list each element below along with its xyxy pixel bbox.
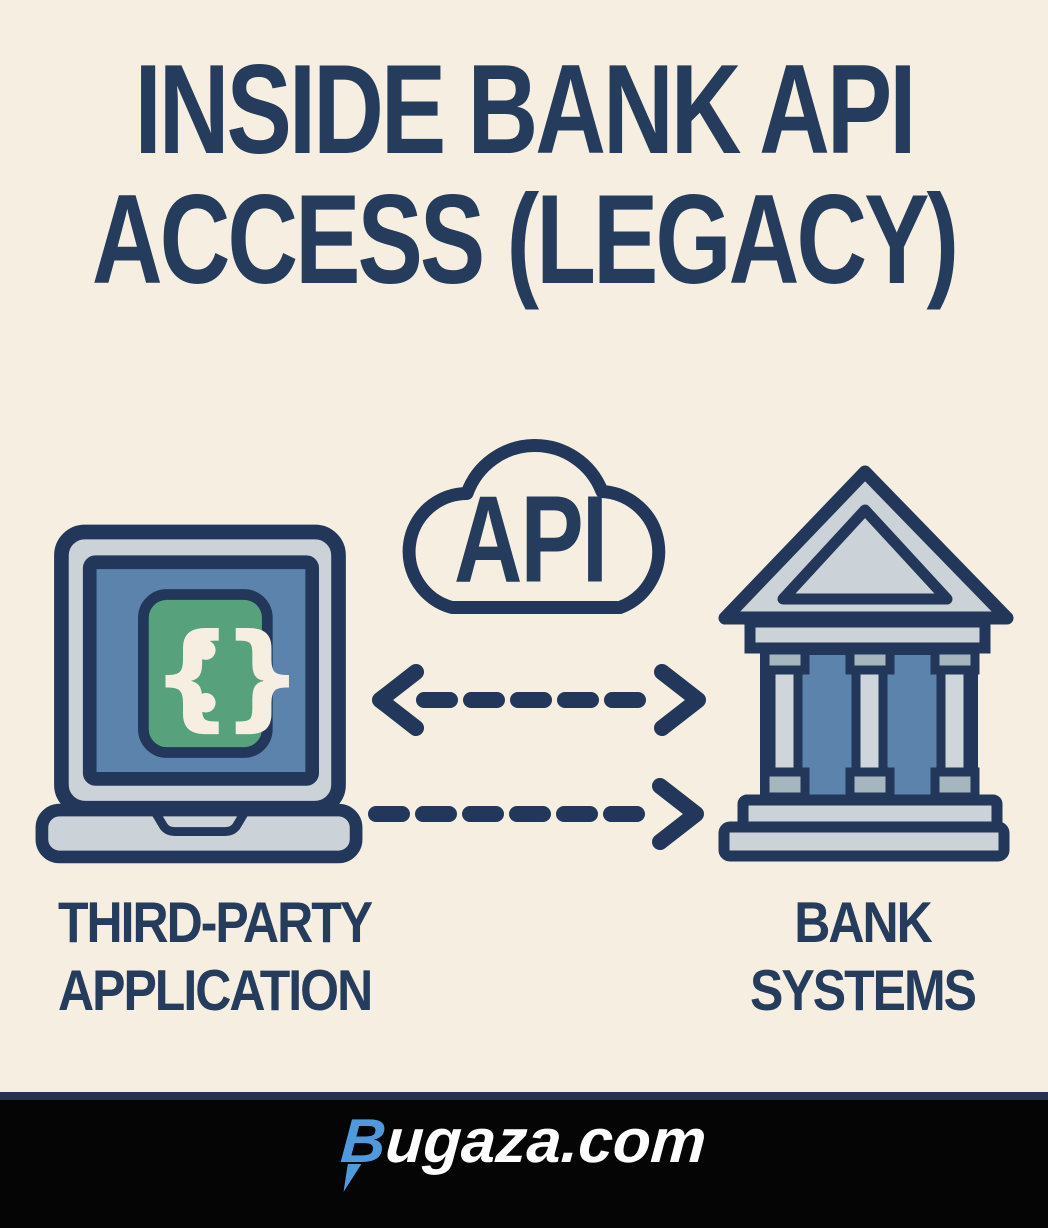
bank-pediment-inner — [777, 504, 953, 605]
colon-dot-top — [196, 640, 216, 660]
brand-rest: ugaza.com — [383, 1107, 710, 1176]
arrow-right-icon — [368, 778, 704, 850]
left-node-label: THIRD-PARTY APPLICATION — [58, 889, 418, 1025]
api-cloud-icon — [402, 439, 666, 614]
code-braces-icon — [138, 589, 273, 758]
left-node-label-line-1: THIRD-PARTY — [58, 890, 373, 955]
colon-dot-bottom — [196, 693, 216, 713]
right-node-label-line-2: SYSTEMS — [750, 958, 977, 1023]
bank-columns — [760, 645, 980, 802]
bank-entablature — [744, 616, 991, 654]
brace-open-glyph: { — [151, 609, 233, 743]
brace-close-glyph: } — [221, 609, 303, 743]
bank-building-icon — [718, 465, 1014, 862]
title-line-2: ACCESS (LEGACY) — [91, 167, 959, 311]
brand-logo: Bugaza.com — [339, 1106, 709, 1177]
page-title: INSIDE BANK API ACCESS (LEGACY) — [0, 37, 1048, 311]
right-node-label: BANK SYSTEMS — [740, 889, 985, 1025]
title-line-1: INSIDE BANK API — [134, 37, 916, 181]
laptop-code-icon: { } — [35, 524, 363, 864]
brand-initial: B — [338, 1107, 389, 1176]
arrow-bidirectional-icon — [372, 664, 706, 736]
laptop-base-notch — [150, 807, 250, 836]
right-node-label-line-1: BANK — [794, 890, 932, 955]
api-cloud-label: API — [453, 471, 608, 609]
left-node-label-line-2: APPLICATION — [58, 958, 373, 1023]
bank-step-lower — [718, 821, 1010, 862]
footer-bar: Bugaza.com — [0, 1092, 1048, 1228]
